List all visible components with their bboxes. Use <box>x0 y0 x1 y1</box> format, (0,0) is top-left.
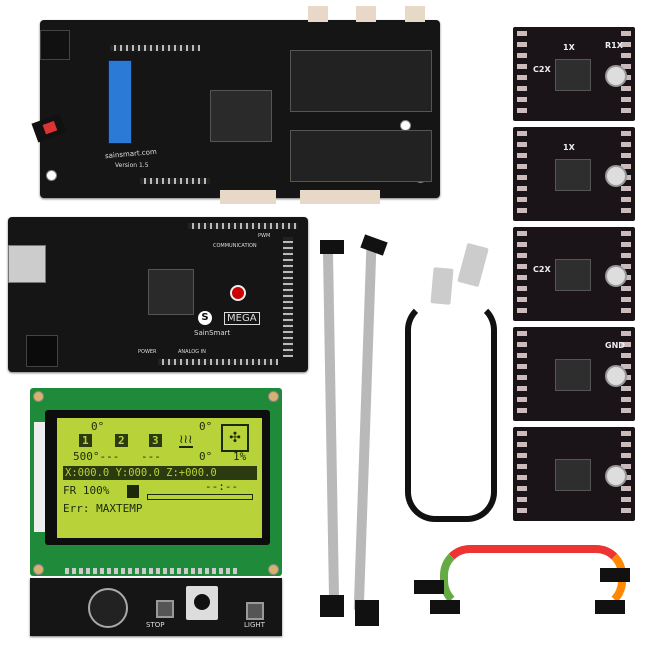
stepper-driver: C2X <box>513 227 635 321</box>
header-label: PWM <box>258 233 271 239</box>
heated-bed-icon: ≀≀≀ <box>179 432 193 448</box>
ribbon-cable <box>353 249 377 611</box>
lcd-temp: 0° <box>199 450 213 463</box>
usb-b-plug <box>430 267 454 305</box>
lcd-screen: 0° 0° 1 2 3 ≀≀≀ ✣ 500°--- --- 0° 1% X:00… <box>57 418 262 538</box>
usb-a-plug <box>457 242 489 288</box>
ramps-board: sainsmart.com Version 1.5 <box>40 20 440 198</box>
stepper-driver <box>513 427 635 521</box>
dupont-connector <box>430 600 460 614</box>
sd-card-icon <box>127 485 139 498</box>
dupont-connector <box>600 568 630 582</box>
lcd-temp: --- <box>141 450 161 463</box>
rotary-encoder[interactable] <box>186 586 218 620</box>
dupont-connector <box>595 600 625 614</box>
connector <box>220 190 276 204</box>
connector <box>308 6 328 22</box>
connector <box>300 190 380 204</box>
usb-cable <box>405 300 497 522</box>
lcd-progress-bar <box>147 494 253 500</box>
ribbon-cable <box>322 244 340 606</box>
lcd-status: Err: MAXTEMP <box>63 502 143 515</box>
ramps-version: Version 1.5 <box>115 162 149 169</box>
fan-icon: ✣ <box>221 424 249 452</box>
light-button[interactable] <box>246 602 264 620</box>
stop-button[interactable] <box>156 600 174 618</box>
light-label: LIGHT <box>244 621 265 629</box>
mega-brand: SainSmart <box>194 329 231 337</box>
header-label: ANALOG IN <box>178 349 206 355</box>
ribbon-connector <box>320 240 344 254</box>
lcd-control-board: STOP LIGHT <box>30 578 282 636</box>
mega-model: MEGA <box>224 312 260 325</box>
dupont-connector <box>414 580 444 594</box>
lcd-temp: 0° <box>199 420 213 433</box>
lcd-module: 0° 0° 1 2 3 ≀≀≀ ✣ 500°--- --- 0° 1% X:00… <box>30 388 282 576</box>
stop-label: STOP <box>146 621 165 629</box>
lcd-temp: 0° <box>91 420 105 433</box>
lcd-time: --:-- <box>205 480 239 493</box>
ramps-url: sainsmart.com <box>104 147 158 161</box>
extruder-3-icon: 3 <box>149 434 162 447</box>
extruder-2-icon: 2 <box>115 434 128 447</box>
connector <box>405 6 425 22</box>
mega-board: S MEGA SainSmart COMMUNICATION POWER ANA… <box>8 217 308 372</box>
lcd-temp: 500°--- <box>73 450 120 463</box>
atmega-chip <box>148 269 194 315</box>
ribbon-connector <box>320 595 344 617</box>
buzzer <box>88 588 128 628</box>
stepper-driver: 1X <box>513 127 635 221</box>
ribbon-connector <box>355 600 379 626</box>
connector <box>356 6 376 22</box>
extruder-1-icon: 1 <box>79 434 92 447</box>
header-label: COMMUNICATION <box>213 243 257 249</box>
stepper-driver: GND <box>513 327 635 421</box>
lcd-feedrate: FR 100% <box>63 484 110 497</box>
lcd-fan-percent: 1% <box>233 450 247 463</box>
usb-b-port <box>8 245 46 283</box>
power-jack <box>26 335 58 367</box>
header-label: POWER <box>138 349 157 355</box>
ribbon-connector <box>360 234 388 256</box>
lcd-position: X:000.0 Y:000.0 Z:+000.0 <box>63 466 257 480</box>
